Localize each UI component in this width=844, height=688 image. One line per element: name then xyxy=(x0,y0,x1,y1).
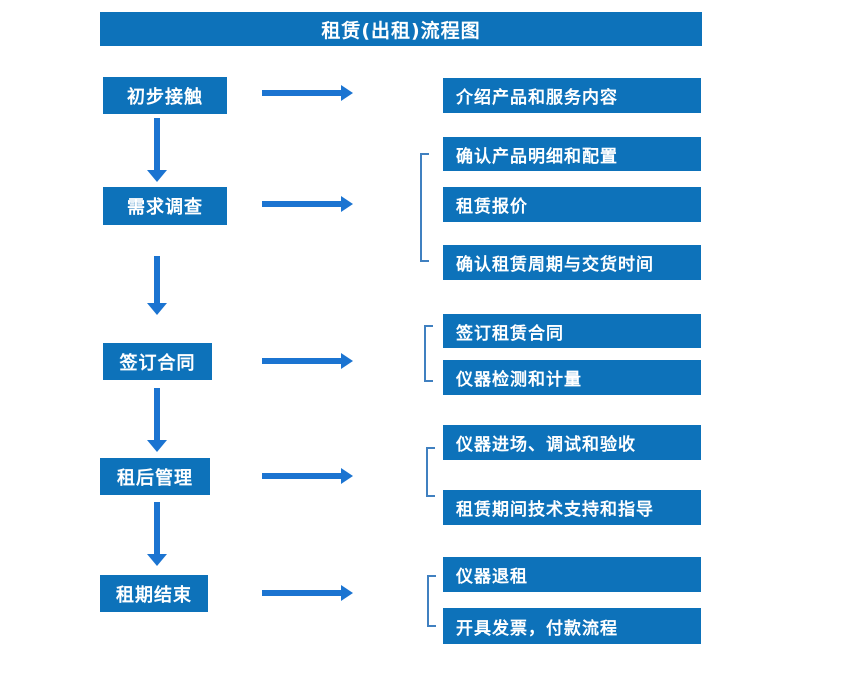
arrow-shaft xyxy=(154,388,160,441)
arrow-head xyxy=(147,170,167,182)
arrow-shaft xyxy=(262,473,342,479)
detail-box-instrument-inspection-measurement: 仪器检测和计量 xyxy=(443,360,701,395)
step-box-rental-period-end: 租期结束 xyxy=(100,575,208,612)
detail-box-introduce-products-services: 介绍产品和服务内容 xyxy=(443,78,701,113)
right-arrow xyxy=(262,585,353,601)
detail-box-rental-tech-support-guidance: 租赁期间技术支持和指导 xyxy=(443,490,701,525)
step-box-initial-contact: 初步接触 xyxy=(103,77,227,114)
detail-box-confirm-rental-period-delivery: 确认租赁周期与交货时间 xyxy=(443,245,701,280)
flowchart-title: 租赁(出租)流程图 xyxy=(100,12,702,46)
detail-box-invoice-payment-process: 开具发票，付款流程 xyxy=(443,608,701,644)
group-bracket xyxy=(427,575,436,627)
step-box-sign-contract: 签订合同 xyxy=(103,343,212,380)
arrow-shaft xyxy=(262,201,342,207)
detail-box-instrument-entry-debug-acceptance: 仪器进场、调试和验收 xyxy=(443,425,701,460)
arrow-head xyxy=(147,440,167,452)
arrow-head xyxy=(341,85,353,101)
arrow-shaft xyxy=(262,590,342,596)
right-arrow xyxy=(262,85,353,101)
group-bracket xyxy=(424,325,433,382)
down-arrow xyxy=(147,388,167,452)
step-box-demand-survey: 需求调查 xyxy=(103,187,227,225)
detail-box-instrument-return: 仪器退租 xyxy=(443,557,701,592)
arrow-shaft xyxy=(154,118,160,171)
detail-box-confirm-product-details-config: 确认产品明细和配置 xyxy=(443,137,701,171)
detail-box-rental-quotation: 租赁报价 xyxy=(443,187,701,222)
arrow-shaft xyxy=(154,502,160,555)
arrow-shaft xyxy=(262,358,342,364)
down-arrow xyxy=(147,502,167,566)
arrow-shaft xyxy=(262,90,342,96)
arrow-head xyxy=(341,196,353,212)
arrow-shaft xyxy=(154,256,160,304)
step-box-post-rental-management: 租后管理 xyxy=(100,458,210,495)
right-arrow xyxy=(262,353,353,369)
down-arrow xyxy=(147,256,167,315)
arrow-head xyxy=(147,303,167,315)
arrow-head xyxy=(341,585,353,601)
group-bracket xyxy=(420,153,429,262)
right-arrow xyxy=(262,468,353,484)
detail-box-sign-rental-contract: 签订租赁合同 xyxy=(443,314,701,348)
right-arrow xyxy=(262,196,353,212)
down-arrow xyxy=(147,118,167,182)
group-bracket xyxy=(426,447,435,497)
arrow-head xyxy=(341,468,353,484)
arrow-head xyxy=(147,554,167,566)
arrow-head xyxy=(341,353,353,369)
